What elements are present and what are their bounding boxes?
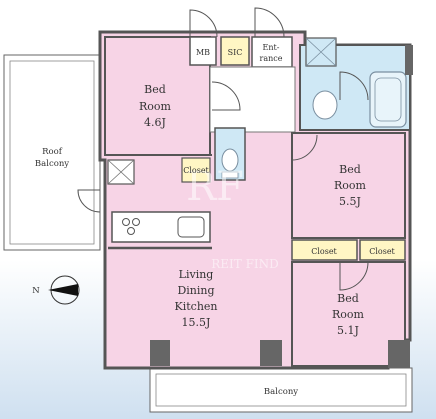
closet-left: [291, 239, 358, 261]
compass-icon: [48, 275, 80, 305]
balcony-label: Balcony: [264, 387, 298, 397]
doors: [77, 7, 369, 291]
entrance-label-1: Ent-: [263, 43, 280, 52]
ldk-size: 15.5J: [182, 316, 211, 329]
bed-c-line2: Room: [332, 308, 365, 321]
mb-label: MB: [196, 48, 210, 57]
bed-c-size: 5.1J: [337, 324, 359, 337]
sic-closet: [220, 36, 250, 66]
pillar: [150, 340, 170, 366]
bed-c-line1: Bed: [337, 292, 359, 305]
sic-label: SIC: [228, 48, 243, 57]
bathtub: [369, 71, 407, 128]
bed-room-b: [291, 132, 406, 239]
bed-room-c: [291, 261, 406, 367]
watermark-text: REIT FIND: [211, 257, 279, 271]
watermark-logo: RF: [186, 164, 244, 210]
roof-balcony-label-1: Roof: [42, 147, 63, 157]
mb-box: [189, 36, 217, 66]
bed-b-line2: Room: [334, 179, 367, 192]
toilet: [221, 148, 239, 172]
pillar: [260, 340, 282, 366]
hallway: [209, 66, 296, 133]
roof-balcony-label-2: Balcony: [35, 159, 69, 169]
wash-basin: [312, 90, 338, 120]
entrance-label-2: rance: [260, 54, 283, 63]
compass-label: N: [32, 286, 40, 296]
closet-left-label: Closet: [311, 247, 337, 256]
ldk-line2: Dining: [177, 284, 214, 297]
closet-right-label: Closet: [369, 247, 395, 256]
closet-small-label: Closet: [183, 166, 209, 175]
bed-a-line2: Room: [139, 100, 172, 113]
bed-a-size: 4.6J: [144, 116, 166, 129]
pillar: [405, 45, 413, 75]
ldk-line1: Living: [179, 268, 214, 281]
closet-right: [359, 239, 406, 261]
roof-balcony: [3, 54, 101, 251]
entrance: [251, 36, 293, 68]
kitchen-counter: [111, 211, 211, 243]
bed-a-line1: Bed: [144, 83, 166, 96]
bed-b-line1: Bed: [339, 163, 361, 176]
pillar: [388, 340, 410, 368]
closet-small: [181, 157, 211, 183]
bed-b-size: 5.5J: [339, 195, 361, 208]
ldk-line3: Kitchen: [175, 300, 218, 313]
